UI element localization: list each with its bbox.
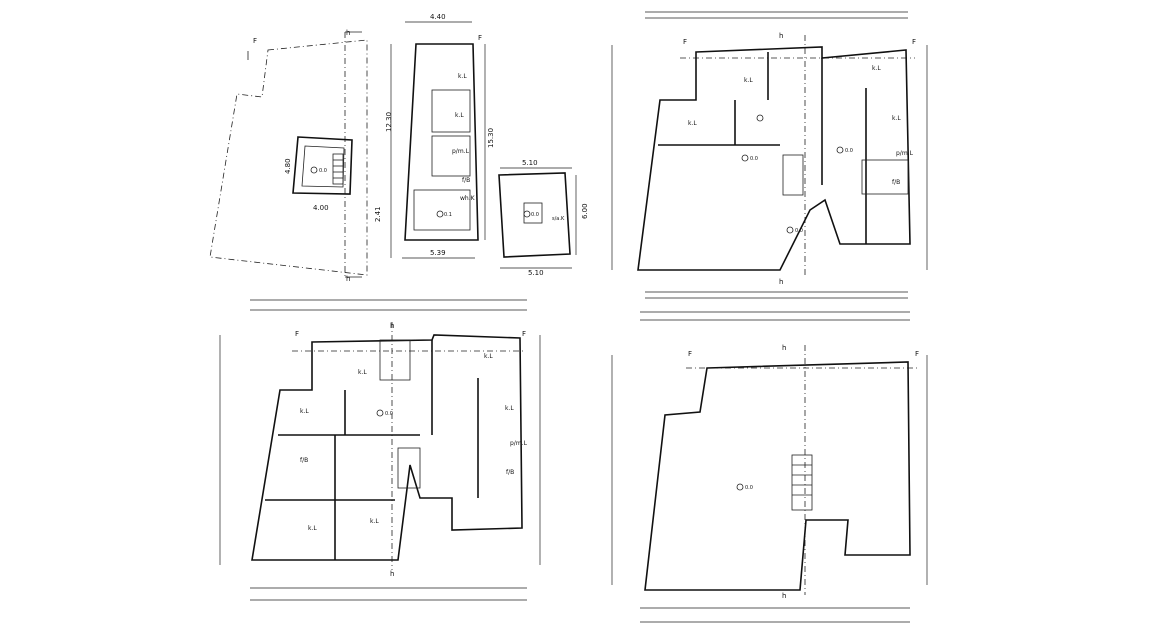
dim-510-bottom: 5.10	[528, 269, 544, 277]
small-building: 0.0 4.80 4.00	[284, 136, 353, 212]
dim-600: 6.00	[581, 203, 589, 219]
roof-section-F-left: F	[688, 350, 692, 358]
gf-level-3: 0.0	[795, 228, 803, 234]
ff-section-F-right: F	[522, 330, 526, 338]
gf-room-kl-1: k.L	[744, 77, 753, 84]
room-label-sk: s/a.K	[552, 216, 565, 222]
room-label-pm: p/m.L	[452, 148, 470, 155]
gf-room-fb: f/B	[892, 179, 900, 186]
dim-400: 4.00	[313, 204, 329, 212]
dim-480: 4.80	[284, 158, 292, 174]
ff-room-kl-3: k.L	[300, 408, 309, 415]
level-0-0: 0.0	[319, 168, 327, 174]
dim-539: 5.39	[430, 249, 446, 257]
ff-room-pm: p/m.L	[510, 440, 528, 447]
gf-section-F-right: F	[912, 38, 916, 46]
narrow-building-plan: 4.40 12.30 2.41 15.30 5.39 F k.L k.L p/m…	[374, 13, 495, 259]
roof-section-h-top: h	[782, 344, 786, 352]
narrow-outline	[404, 43, 479, 241]
ff-level-1: 0.0	[385, 411, 393, 417]
dim-1230: 12.30	[385, 112, 393, 132]
section-label-F: F	[253, 37, 257, 45]
room-label-fb: f/B	[462, 177, 470, 184]
roof-level: 0.0	[745, 485, 753, 491]
dim-510-top: 5.10	[522, 159, 538, 167]
section-label-h-bottom: h	[346, 275, 350, 283]
roof-section-F-right: F	[915, 350, 919, 358]
level-0-1: 0.1	[444, 212, 452, 218]
ff-room-fb-2: f/B	[506, 469, 514, 476]
gf-section-h-top: h	[779, 32, 783, 40]
gf-room-kl-4: k.L	[892, 115, 901, 122]
gf-room-pm: p/m.L	[896, 150, 914, 157]
site-plan: h h F 0.0 4.80 4.00	[209, 29, 368, 283]
room-label-wh: wh.K	[460, 195, 476, 202]
gf-section-F-left: F	[683, 38, 687, 46]
ff-room-kl-1: k.L	[358, 369, 367, 376]
dim-440: 4.40	[430, 13, 446, 21]
roof-section-h-bottom: h	[782, 592, 786, 600]
gf-section-h-bottom: h	[779, 278, 783, 286]
room-label-kl-2: k.L	[455, 112, 464, 119]
ff-room-fb-1: f/B	[300, 457, 308, 464]
ff-section-h-bottom: h	[390, 570, 394, 578]
gf-room-kl-3: k.L	[688, 120, 697, 127]
first-floor-plan: F F h h k.L k.L k.L k.L k.L k.L p/m.L f/…	[219, 299, 541, 601]
dim-1530: 15.30	[487, 128, 495, 148]
section-label-h-top: h	[346, 29, 350, 37]
ff-room-kl-6: k.L	[370, 518, 379, 525]
dim-241: 2.41	[374, 206, 382, 222]
level-0-0-square: 0.0	[531, 212, 539, 218]
ground-floor-plan: F F h h k.L k.L k.L k.L p/m.L f/B 0.0 0.…	[611, 11, 928, 299]
roof-plan: F F h h 0.0	[611, 311, 928, 623]
narrow-section-F: F	[478, 34, 482, 42]
gf-level-2: 0.0	[845, 148, 853, 154]
ff-section-F-left: F	[295, 330, 299, 338]
ff-room-kl-4: k.L	[505, 405, 514, 412]
ff-room-kl-5: k.L	[308, 525, 317, 532]
room-label-kl-1: k.L	[458, 73, 467, 80]
ff-room-kl-2: k.L	[484, 353, 493, 360]
gf-room-kl-2: k.L	[872, 65, 881, 72]
ff-section-h-top: h	[390, 322, 394, 330]
square-room-plan: 5.10 s/a.K 0.0 6.00 5.10	[498, 159, 589, 277]
gf-level-1: 0.0	[750, 156, 758, 162]
